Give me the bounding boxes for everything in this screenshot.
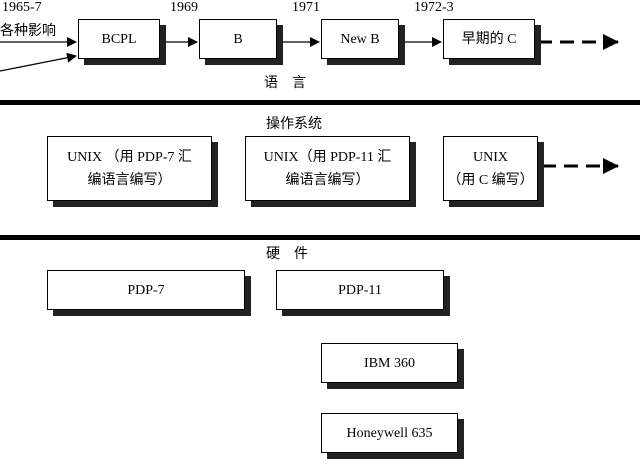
box-honeywell-635: Honeywell 635: [321, 413, 458, 453]
box-unix-c: UNIX （用 C 编写）: [443, 136, 538, 201]
box-new-b-label: New B: [340, 31, 380, 47]
box-unix-c-label: UNIX （用 C 编写）: [447, 149, 534, 188]
box-ibm-360-label: IBM 360: [364, 355, 415, 371]
section-label-os: 操作系统: [266, 117, 322, 132]
box-b-label: B: [233, 31, 243, 47]
influence-label: 各种影响: [0, 24, 56, 39]
box-new-b: New B: [321, 19, 399, 59]
box-b: B: [199, 19, 277, 59]
box-unix-pdp11: UNIX（用 PDP-11 汇 编语言编写）: [245, 136, 410, 201]
box-ibm-360: IBM 360: [321, 343, 458, 383]
year-label-1969: 1969: [170, 0, 198, 15]
year-label-1971: 1971: [292, 0, 320, 15]
box-honeywell-635-label: Honeywell 635: [346, 425, 433, 441]
divider-language-os: [0, 100, 640, 105]
box-pdp7-label: PDP-7: [127, 282, 165, 298]
influence-arrow-lower: [0, 52, 77, 72]
year-label-1965-7: 1965-7: [2, 0, 42, 15]
year-label-1972-3: 1972-3: [414, 0, 454, 15]
box-unix-pdp11-label: UNIX（用 PDP-11 汇 编语言编写）: [263, 149, 392, 188]
box-bcpl-label: BCPL: [101, 31, 137, 47]
divider-os-hardware: [0, 235, 640, 240]
box-pdp11: PDP-11: [276, 270, 444, 310]
section-label-hardware: 硬 件: [266, 247, 308, 262]
box-unix-pdp7-label: UNIX （用 PDP-7 汇 编语言编写）: [67, 149, 192, 188]
box-early-c: 早期的 C: [443, 19, 535, 59]
box-pdp11-label: PDP-11: [338, 282, 382, 298]
section-label-language: 语 言: [264, 76, 306, 91]
box-pdp7: PDP-7: [47, 270, 245, 310]
box-bcpl: BCPL: [78, 19, 160, 59]
box-unix-pdp7: UNIX （用 PDP-7 汇 编语言编写）: [47, 136, 212, 201]
box-early-c-label: 早期的 C: [461, 31, 517, 47]
